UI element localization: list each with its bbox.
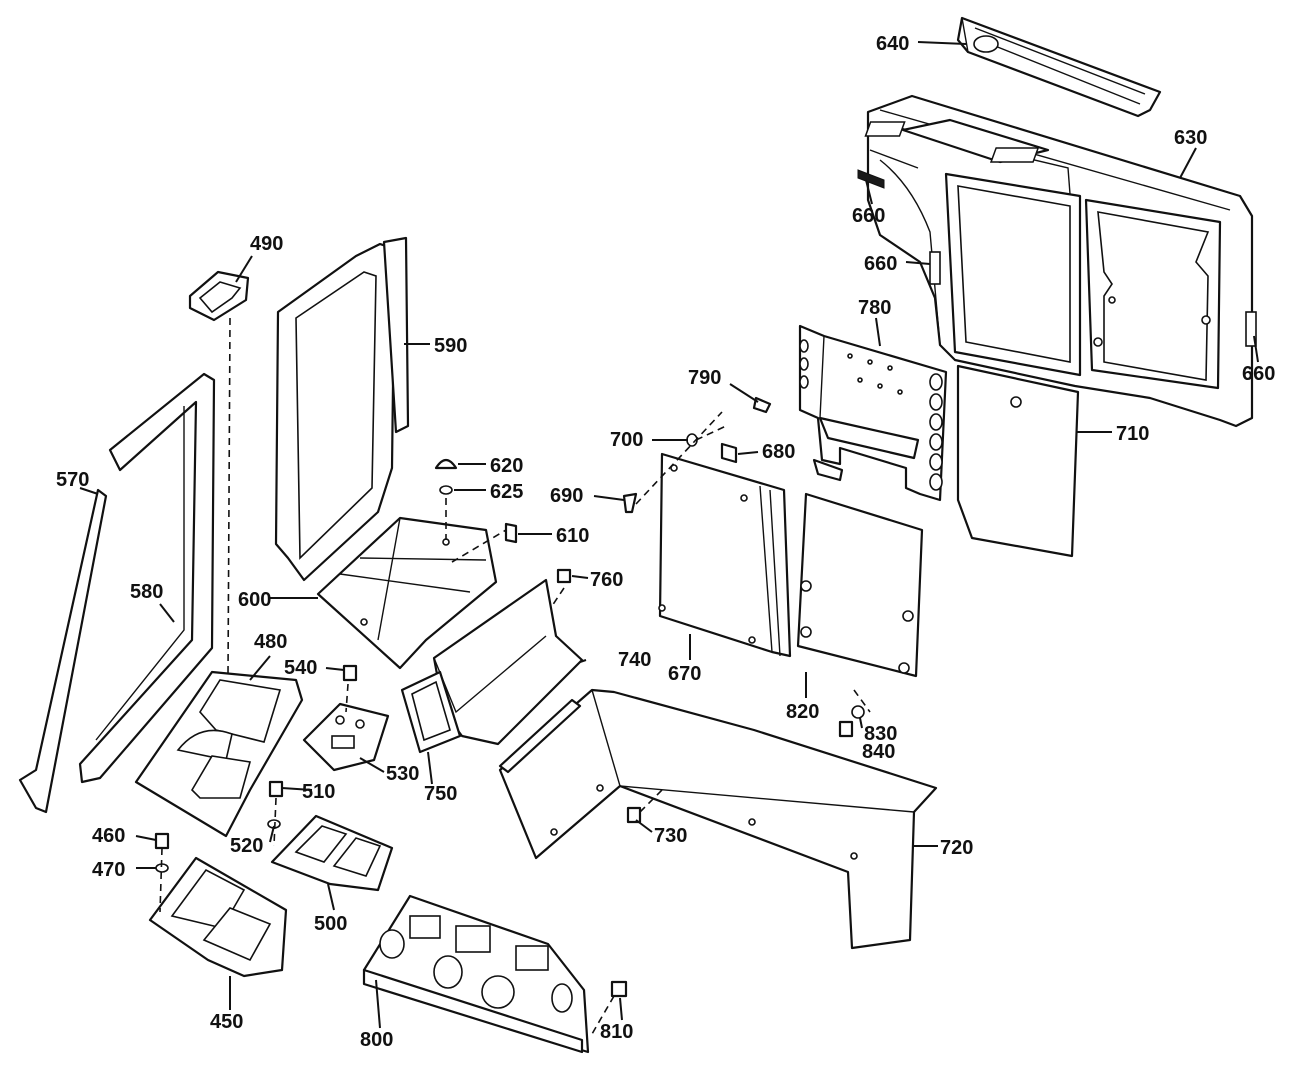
callout-625: 625	[490, 481, 523, 503]
leader-lines	[79, 41, 1259, 1029]
callout-570: 570	[56, 469, 89, 491]
callout-700: 700	[610, 429, 643, 451]
part-780-bracket	[798, 324, 948, 502]
callout-540: 540	[284, 657, 317, 679]
callout-460: 460	[92, 825, 125, 847]
part-720-floor-pan	[498, 688, 938, 950]
callout-800: 800	[360, 1029, 393, 1051]
part-670-door	[658, 452, 792, 658]
callout-530: 530	[386, 763, 419, 785]
callout-670: 670	[668, 663, 701, 685]
hardware-760-bolt	[556, 568, 572, 584]
callout-830: 830	[864, 723, 897, 745]
callout-500: 500	[314, 913, 347, 935]
callout-620: 620	[490, 455, 523, 477]
callout-450: 450	[210, 1011, 243, 1033]
callout-630: 630	[1174, 127, 1207, 149]
part-450-lower-plate	[148, 856, 288, 978]
callout-660: 660	[1242, 363, 1275, 385]
callout-740: 740	[618, 649, 651, 671]
hardware-460-bolt	[154, 832, 170, 850]
callout-labels: 640 630 660 660 660 780 790 710 700 680 …	[56, 33, 1275, 1051]
callout-690: 690	[550, 485, 583, 507]
part-580-door-frame	[78, 372, 216, 784]
callout-820: 820	[786, 701, 819, 723]
hardware-840-bolt	[838, 720, 854, 738]
part-750-frame	[400, 670, 462, 754]
hardware-730-bolt	[626, 806, 642, 824]
callout-760: 760	[590, 569, 623, 591]
callout-660: 660	[864, 253, 897, 275]
callout-660: 660	[852, 205, 885, 227]
hardware-810-bolt	[610, 980, 628, 998]
callout-640: 640	[876, 33, 909, 55]
part-500-grille	[270, 814, 394, 892]
part-600-floor-panel	[316, 516, 498, 670]
callout-580: 580	[130, 581, 163, 603]
callout-470: 470	[92, 859, 125, 881]
part-590-window-frame	[274, 236, 410, 582]
hardware-620-knob	[434, 458, 458, 470]
callout-790: 790	[688, 367, 721, 389]
part-530-plate	[302, 702, 390, 772]
callout-750: 750	[424, 783, 457, 805]
callout-840: 840	[862, 741, 895, 763]
callout-610: 610	[556, 525, 589, 547]
hardware-830-washer	[851, 705, 865, 719]
callout-600: 600	[238, 589, 271, 611]
hardware-690-bolt	[622, 492, 638, 514]
callout-480: 480	[254, 631, 287, 653]
callout-710: 710	[1116, 423, 1149, 445]
part-480-console	[134, 670, 304, 838]
hardware-680-nut	[720, 442, 738, 464]
callout-720: 720	[940, 837, 973, 859]
callout-730: 730	[654, 825, 687, 847]
callout-520: 520	[230, 835, 263, 857]
part-630-rear-panel	[864, 94, 1254, 428]
hardware-510-bolt	[268, 780, 284, 798]
part-640-top-rail	[956, 16, 1162, 118]
hardware-625-washer	[439, 485, 453, 495]
callout-680: 680	[762, 441, 795, 463]
hardware-610-nut	[504, 522, 518, 544]
hardware-540-bolt	[342, 664, 358, 682]
callout-780: 780	[858, 297, 891, 319]
callout-510: 510	[302, 781, 335, 803]
part-820-plate	[796, 492, 924, 678]
part-570-strip	[18, 488, 108, 814]
part-710-cover-sheet	[956, 364, 1080, 558]
part-800-panel	[362, 894, 590, 1054]
part-490-gasket	[188, 270, 250, 322]
callout-490: 490	[250, 233, 283, 255]
callout-590: 590	[434, 335, 467, 357]
part-660-clips	[857, 169, 1257, 347]
assembly-dashed-lines	[159, 317, 871, 1035]
callout-810: 810	[600, 1021, 633, 1043]
